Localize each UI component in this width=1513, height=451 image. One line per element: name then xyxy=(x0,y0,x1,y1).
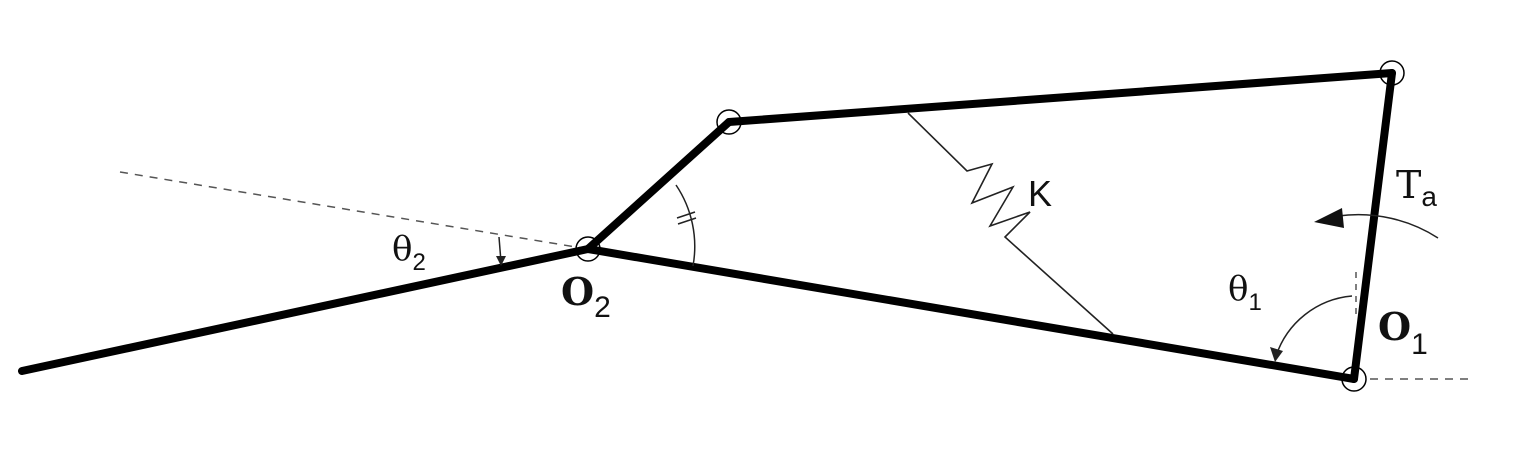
spring-k xyxy=(907,112,1114,335)
label-theta2: θ2 xyxy=(392,229,426,276)
angle-tick-1 xyxy=(676,211,696,219)
link-lower xyxy=(584,245,1358,383)
linkage-bars xyxy=(18,69,1396,383)
link-o2-up xyxy=(584,118,733,253)
joint-o2 xyxy=(575,236,601,262)
torque-ta-arrowhead xyxy=(1314,208,1344,228)
link-o1-crank xyxy=(1350,69,1396,383)
joint-upper-right xyxy=(1379,60,1405,86)
label-ta: Ta xyxy=(1396,163,1437,212)
joint-o1 xyxy=(1341,366,1367,392)
link-top xyxy=(725,69,1396,126)
label-o2: O2 xyxy=(561,269,611,324)
theta1-arrowhead xyxy=(1270,347,1283,362)
label-o1: O1 xyxy=(1378,304,1428,361)
angle-tick-2 xyxy=(677,217,697,225)
reference-line-left xyxy=(119,171,589,250)
joints xyxy=(575,60,1405,392)
theta1-arc xyxy=(1275,295,1353,357)
torque-ta-arc xyxy=(1337,213,1439,239)
link-ground-arm xyxy=(18,245,592,375)
label-k: K xyxy=(1028,173,1052,214)
joint-upper-left xyxy=(716,109,742,135)
theta2-arrowhead xyxy=(496,256,506,266)
angle-arc-o2 xyxy=(675,184,696,267)
label-theta1: θ1 xyxy=(1228,269,1262,316)
